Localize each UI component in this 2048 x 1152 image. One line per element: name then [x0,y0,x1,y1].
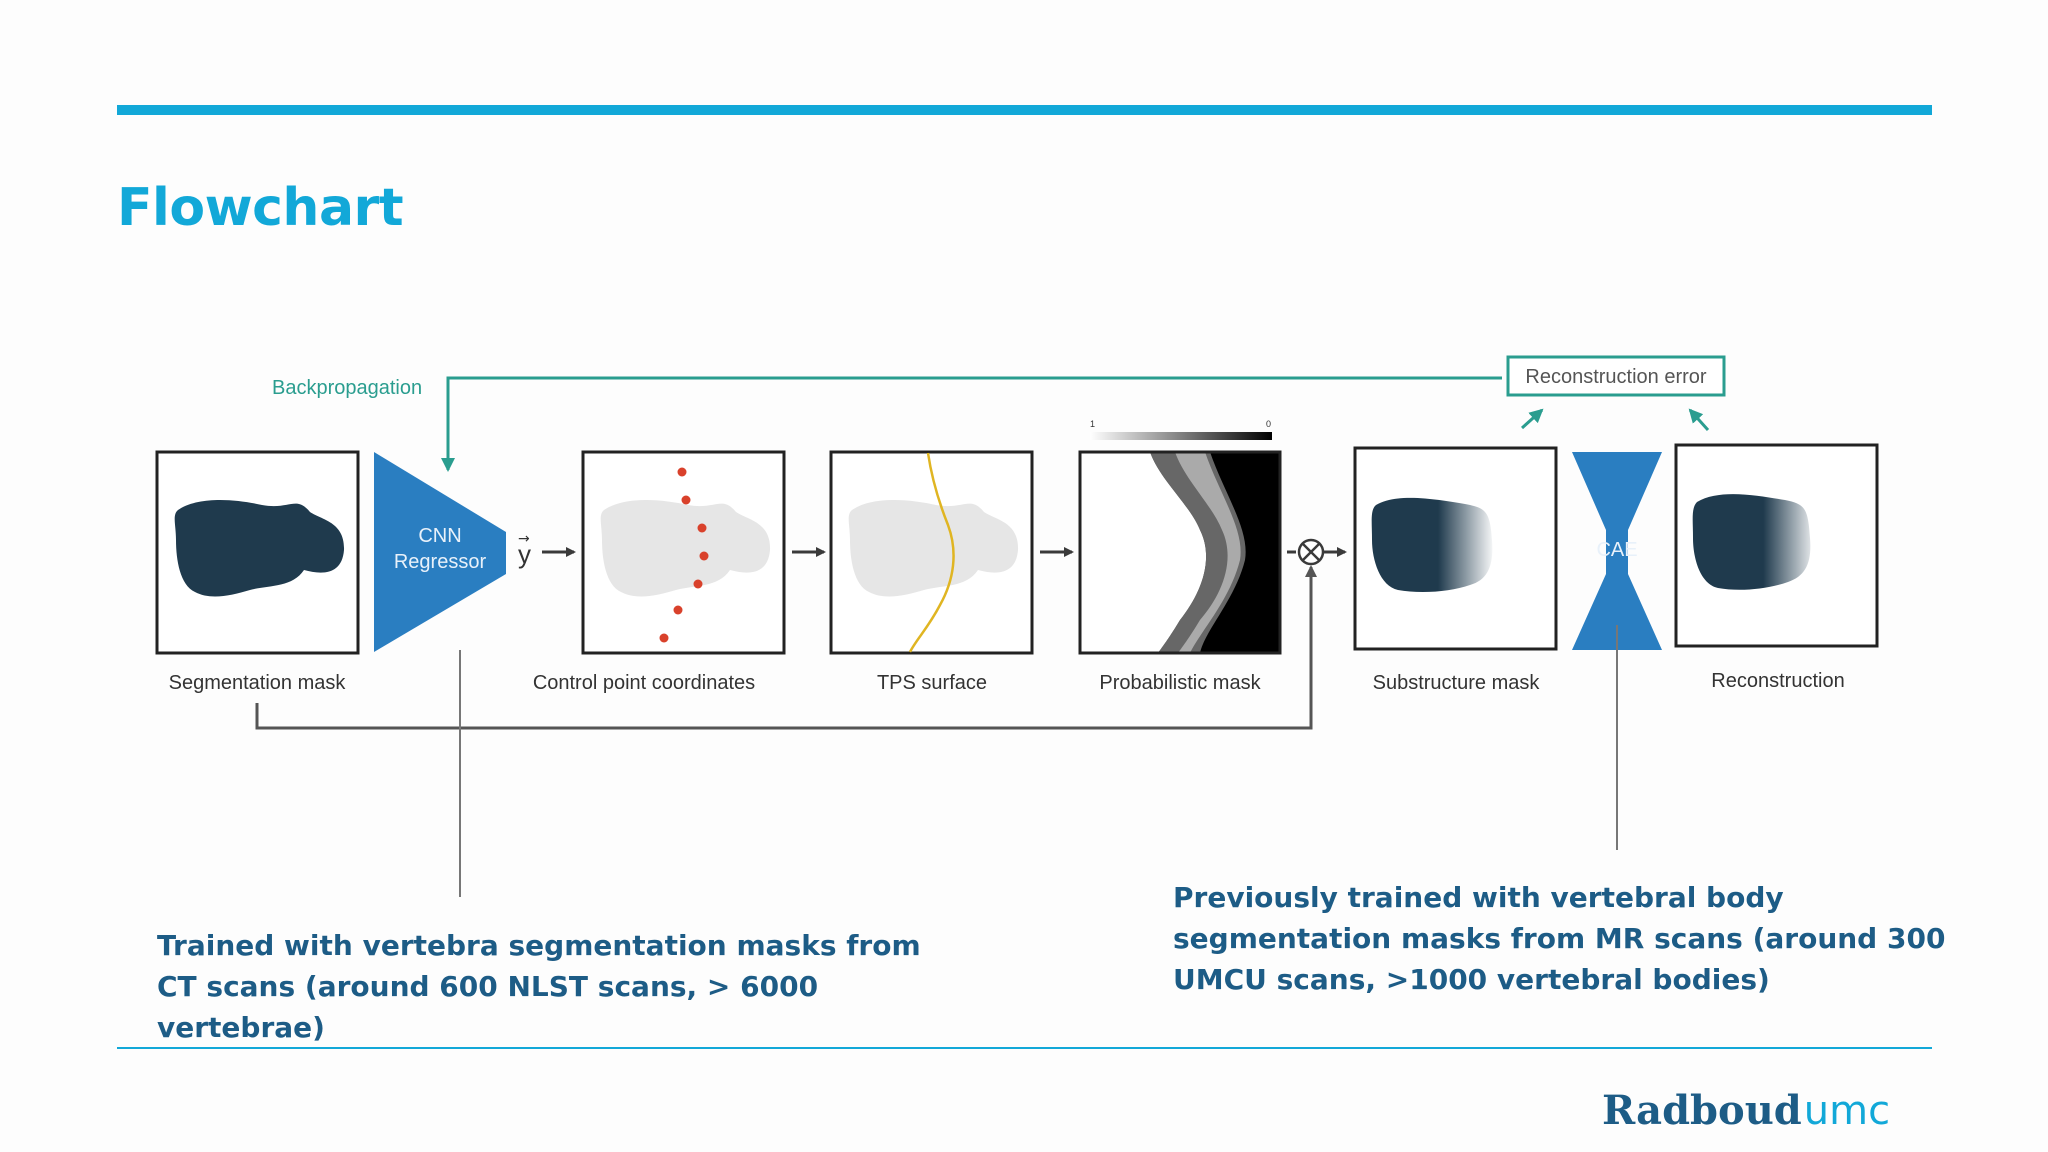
vector-arrow-icon: → [518,531,530,547]
reconstruction-error-label: Reconstruction error [1525,366,1707,388]
control-points-label: Control point coordinates [533,672,755,694]
top-rule [117,105,1932,115]
colorbar: 1 0 [1090,419,1272,440]
probabilistic-mask-label: Probabilistic mask [1099,672,1261,694]
reconstruction-error-box: Reconstruction error [1506,355,1726,432]
bottom-rule [117,1047,1932,1049]
segmentation-mask-label: Segmentation mask [169,672,347,694]
backprop-loop: Backpropagation [272,376,1502,472]
cae-training-note: Previously trained with vertebral body s… [1173,881,1946,996]
panel-control-points: Control point coordinates [533,450,786,694]
panel-tps-surface: TPS surface [829,450,1034,694]
radboudumc-logo: Radboudumc [1602,1087,1891,1134]
substructure-mask-label: Substructure mask [1373,672,1541,694]
skip-connection [255,565,1317,730]
vector-output: → y [518,531,576,569]
cae-label: CAE [1596,539,1637,561]
multiply-operator [1287,538,1347,566]
colorbar-right-label: 0 [1266,419,1271,429]
vector-label: y [518,539,531,569]
reconstruction-label: Reconstruction [1711,670,1844,692]
cnn-training-note: Trained with vertebra segmentation masks… [157,929,921,1044]
colorbar-left-label: 1 [1090,419,1095,429]
control-point-markers [659,467,709,643]
panel-probabilistic-mask: Probabilistic mask [1078,450,1282,694]
tps-surface-label: TPS surface [877,672,987,694]
cnn-label-line1: CNN [418,525,461,547]
cnn-regressor: CNN Regressor [374,452,506,652]
panel-substructure-mask: Substructure mask [1353,446,1558,694]
backprop-label: Backpropagation [272,377,422,399]
panel-segmentation-mask: Segmentation mask [155,450,360,694]
cae-autoencoder: CAE [1572,452,1662,650]
cnn-label-line2: Regressor [394,551,487,573]
slide-title: Flowchart [117,178,404,238]
panel-reconstruction: Reconstruction [1674,443,1879,692]
